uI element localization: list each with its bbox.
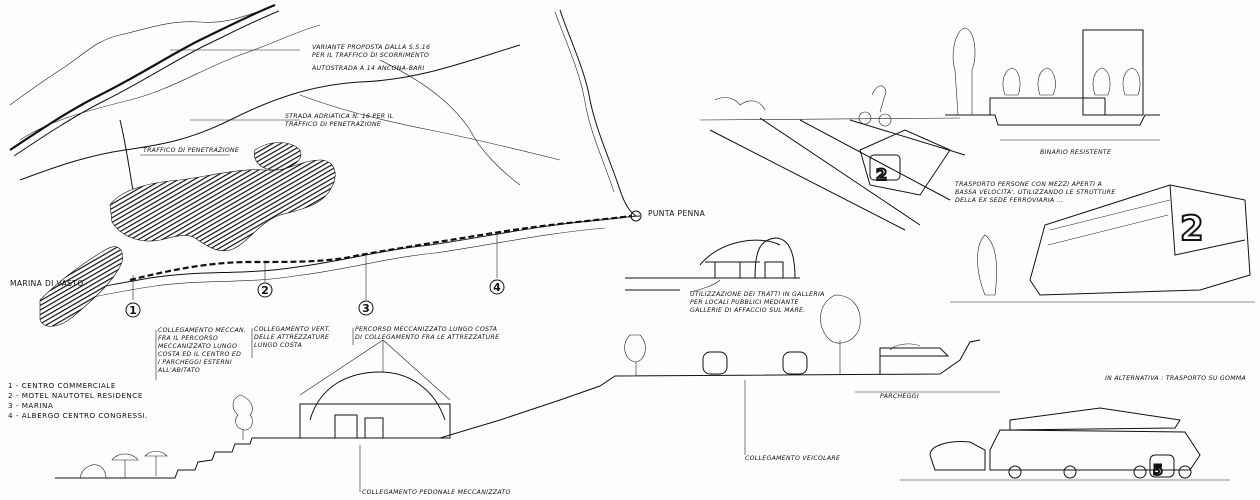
label-alternativa: IN ALTERNATIVA : TRASPORTO SU GOMMA	[1105, 375, 1246, 382]
cable	[299, 339, 384, 396]
note-2-line-3: LUNGO COSTA	[254, 342, 302, 349]
site-map: VARIANTE PROPOSTA DALLA S.S.16 PER IL TR…	[9, 3, 706, 380]
note-2-line-2: DELLE ATTREZZATURE	[254, 334, 329, 341]
note-3-line-1: PERCORSO MECCANIZZATO LUNGO COSTA	[355, 326, 497, 333]
note-1-line-1: COLLEGAMENTO MECCAN.	[158, 327, 246, 334]
label-variante-1: VARIANTE PROPOSTA DALLA S.S.16	[312, 44, 430, 51]
tunnel-section: UTILIZZAZIONE DEI TRATTI IN GALLERIA PER…	[625, 237, 825, 314]
open-cart	[859, 129, 951, 196]
gallery-label-2: PER LOCALI PUBBLICI MEDIANTE	[690, 299, 799, 306]
trees-road	[624, 294, 861, 376]
rubber-transport-vehicle: IN ALTERNATIVA : TRASPORTO SU GOMMA 5	[900, 375, 1246, 481]
label-autostrada: AUTOSTRADA A 14 ANCONA-BARI	[311, 65, 425, 72]
legend-item-2: 2 - MOTEL NAUTOTEL RESIDENCE	[8, 391, 143, 400]
kiosk	[364, 417, 384, 439]
autostrada-line	[9, 3, 276, 151]
urban-area-hatched	[109, 159, 336, 252]
kiosk	[334, 414, 358, 439]
trasporto-line-3: DELLA EX SEDE FERROVIARIA ...	[955, 197, 1064, 204]
mechanised-route	[129, 214, 633, 282]
cable	[382, 339, 451, 401]
cart-number: 2	[876, 165, 887, 184]
marker-4: 4	[489, 234, 505, 295]
terrain-contour	[19, 24, 321, 141]
parking-structure	[879, 343, 950, 374]
label-marina-di-vasto: MARINA DI VASTO	[10, 279, 84, 288]
river-bank	[554, 11, 615, 193]
trasporto-line-1: TRASPORTO PERSONE CON MEZZI APERTI A	[955, 181, 1102, 188]
gallery-label-1: UTILIZZAZIONE DEI TRATTI IN GALLERIA	[690, 291, 825, 298]
label-parcheggi: PARCHEGGI	[880, 393, 919, 400]
autostrada-line-inner	[13, 10, 280, 157]
gallery-label-3: GALLERIE DI AFFACCIO SUL MARE.	[690, 307, 806, 314]
note-2-line-1: COLLEGAMENTO VERT.	[254, 326, 330, 333]
dome-building	[309, 371, 446, 421]
urban-area-north	[254, 142, 302, 171]
binario-section: BINARIO RESISTENTE	[945, 27, 1160, 156]
trasporto-line-2: BASSA VELOCITA', UTILIZZANDO LE STRUTTUR…	[955, 189, 1116, 196]
terrain-contour	[9, 7, 271, 106]
vehicle-number: 2	[1180, 209, 1204, 249]
rubber-vehicle-number: 5	[1153, 463, 1163, 479]
terrain-profile	[55, 339, 981, 479]
marker-3: 3	[358, 256, 374, 316]
legend-item-1: 1 - CENTRO COMMERCIALE	[8, 381, 116, 390]
svg-text:1: 1	[129, 304, 137, 317]
coastal-section: PARCHEGGI COLLEGAMENTO VEICOLARE COLLEGA…	[55, 294, 1000, 496]
label-binario: BINARIO RESISTENTE	[1040, 149, 1111, 156]
marker-1: 1	[125, 275, 141, 318]
label-variante-2: PER IL TRAFFICO DI SCORRIMENTO	[312, 52, 429, 59]
hill-contour	[299, 94, 561, 161]
note-1-line-4: COSTA ED IL CENTRO ED	[158, 351, 241, 358]
urban-strip-hatched	[39, 246, 123, 327]
river	[559, 9, 637, 217]
vehicle-frame	[1082, 29, 1144, 116]
note-3-line-2: DI COLLEGAMENTO FRA LE ATTREZZATURE	[355, 334, 499, 341]
perspective-track-sketch: 2	[699, 85, 966, 231]
label-strada-1: STRADA ADRIATICA N. 16 PER IL	[285, 113, 394, 120]
note-1-line-3: MECCANIZZATO LUNGO	[158, 343, 237, 350]
label-collegamento-pedonale: COLLEGAMENTO PEDONALE MECCANIZZATO	[362, 489, 511, 496]
svg-text:3: 3	[362, 302, 370, 315]
svg-text:4: 4	[493, 281, 501, 294]
note-1-line-6: ALL'ABITATO	[157, 367, 200, 374]
note-1-line-5: I PARCHEGGI ESTERNI	[158, 359, 232, 366]
label-strada-2: TRAFFICO DI PENETRAZIONE	[285, 121, 381, 128]
legend-item-3: 3 - MARINA	[8, 401, 53, 410]
road-cars	[702, 351, 808, 375]
label-traffico: TRAFFICO DI PENETRAZIONE	[143, 147, 239, 154]
passengers	[952, 27, 1141, 116]
building-block	[299, 403, 451, 439]
note-1-line-2: FRA IL PERCORSO	[158, 335, 218, 342]
strada-adriatica	[19, 44, 521, 181]
legend: 1 - CENTRO COMMERCIALE 2 - MOTEL NAUTOTE…	[8, 381, 148, 420]
svg-text:2: 2	[261, 284, 269, 297]
legend-item-4: 4 - ALBERGO CENTRO CONGRESSI.	[8, 411, 148, 420]
coastline-inner	[44, 227, 606, 309]
punta-penna-marker	[630, 210, 642, 222]
people-mover-vehicle: TRASPORTO PERSONE CON MEZZI APERTI A BAS…	[950, 181, 1255, 303]
label-punta-penna: PUNTA PENNA	[648, 209, 706, 218]
trees-left	[232, 394, 253, 440]
beach-umbrellas	[79, 451, 168, 479]
label-collegamento-veicolare: COLLEGAMENTO VEICOLARE	[745, 455, 840, 462]
marker-2: 2	[257, 262, 273, 298]
hill-contour	[379, 59, 521, 186]
